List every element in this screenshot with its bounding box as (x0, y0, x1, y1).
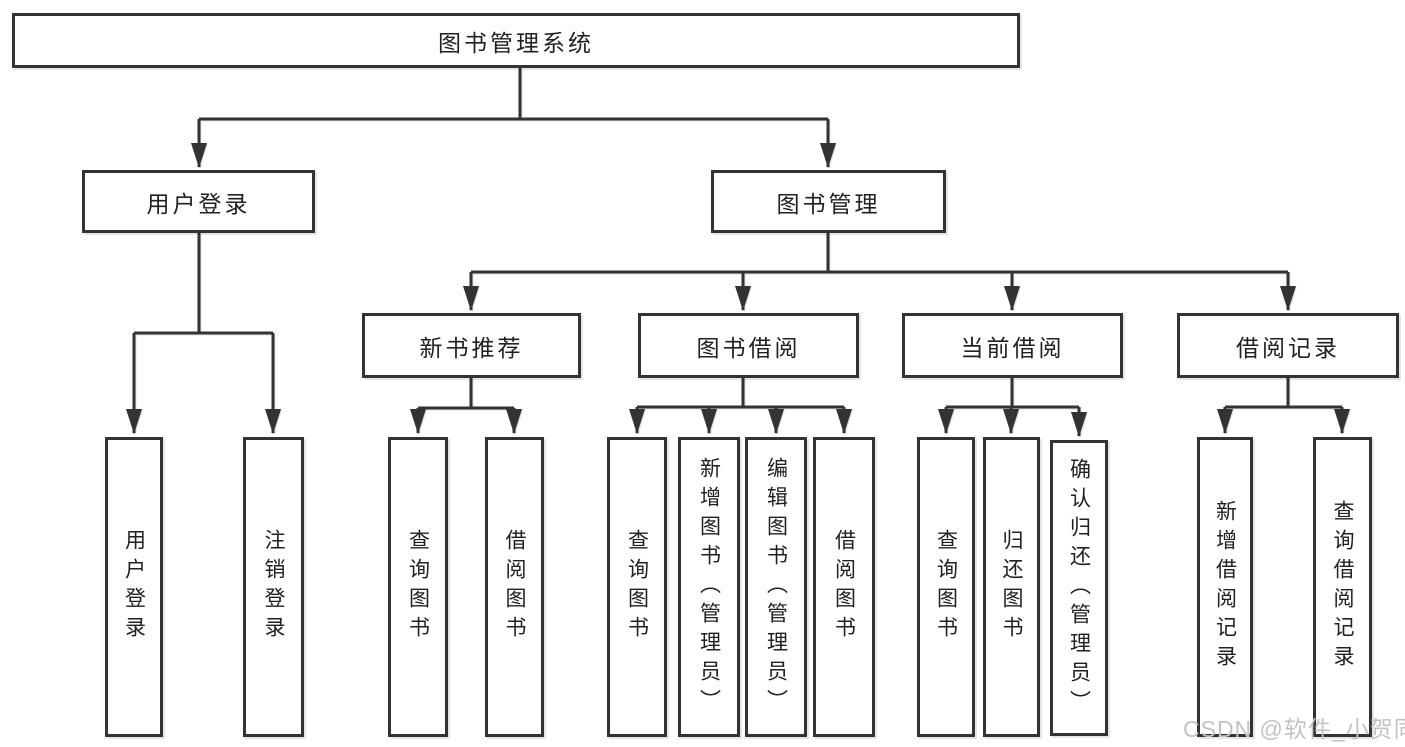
leaf-add-borrow-record: 新增借阅记录 (1197, 437, 1253, 737)
leaf-query-books-3: 查询图书 (917, 437, 975, 737)
leaf-borrow-books-2: 借阅图书 (813, 437, 875, 737)
node-book-borrowing: 图书借阅 (638, 313, 859, 378)
leaf-query-books-2-label: 查询图书 (625, 529, 649, 645)
leaf-query-books-1-label: 查询图书 (406, 529, 430, 645)
leaf-user-login: 用户登录 (105, 437, 163, 737)
leaf-edit-books-admin-label: 编辑图书（管理员） (764, 456, 788, 718)
csdn-watermark: CSDN @软件_小贺同学 (1183, 716, 1405, 742)
leaf-confirm-return-admin: 确认归还（管理员） (1050, 440, 1108, 736)
leaf-add-borrow-record-label: 新增借阅记录 (1213, 500, 1237, 674)
leaf-query-books-2: 查询图书 (607, 437, 667, 737)
leaf-query-books-1: 查询图书 (388, 437, 448, 737)
leaf-add-books-admin-label: 新增图书（管理员） (697, 456, 721, 718)
leaf-user-login-label: 用户登录 (122, 529, 146, 645)
node-new-book-recommendation: 新书推荐 (362, 313, 581, 378)
node-borrowing-records: 借阅记录 (1177, 313, 1399, 378)
leaf-return-books: 归还图书 (983, 437, 1040, 737)
node-book-management: 图书管理 (711, 170, 946, 233)
node-library-management-system: 图书管理系统 (12, 13, 1020, 68)
leaf-query-borrow-record-label: 查询借阅记录 (1331, 500, 1354, 674)
leaf-return-books-label: 归还图书 (1000, 529, 1023, 645)
leaf-borrow-books-1: 借阅图书 (485, 437, 544, 737)
leaf-logout-label: 注销登录 (262, 529, 285, 645)
leaf-confirm-return-admin-label: 确认归还（管理员） (1067, 457, 1091, 719)
leaf-logout: 注销登录 (243, 437, 304, 737)
leaf-query-books-3-label: 查询图书 (934, 529, 958, 645)
leaf-borrow-books-1-label: 借阅图书 (503, 529, 526, 645)
leaf-add-books-admin: 新增图书（管理员） (678, 437, 740, 737)
node-user-login: 用户登录 (82, 170, 315, 233)
node-current-borrowing: 当前借阅 (902, 313, 1123, 378)
leaf-edit-books-admin: 编辑图书（管理员） (745, 437, 807, 737)
leaf-borrow-books-2-label: 借阅图书 (832, 529, 856, 645)
leaf-query-borrow-record: 查询借阅记录 (1313, 437, 1372, 737)
